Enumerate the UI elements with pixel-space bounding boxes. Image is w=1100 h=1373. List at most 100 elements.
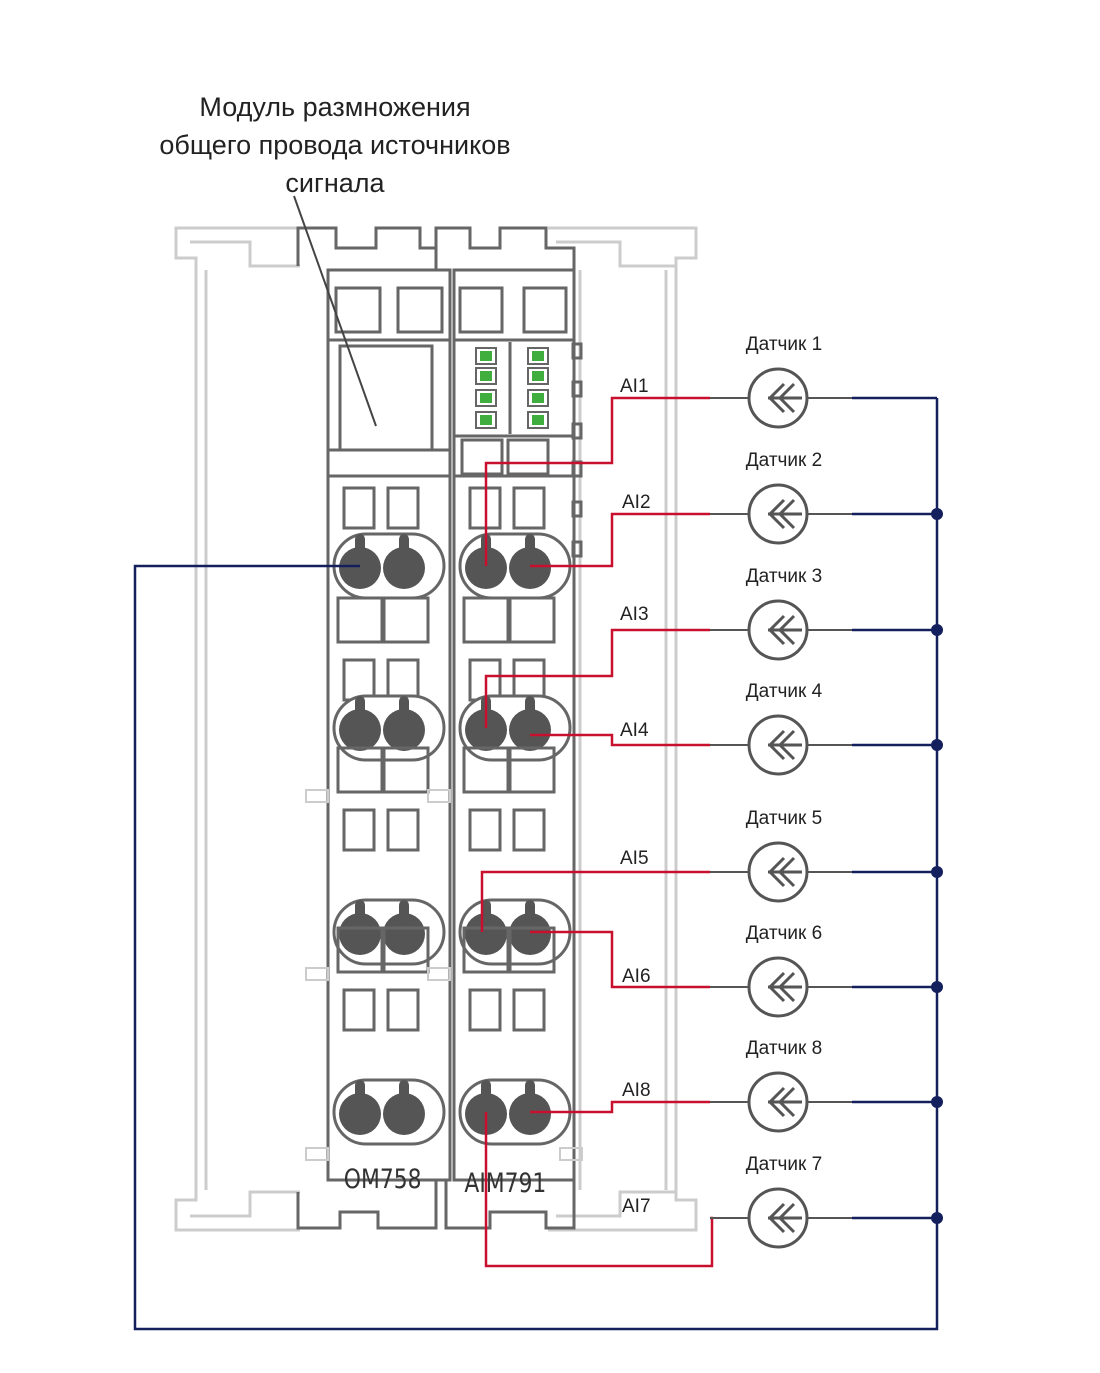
led [480, 371, 492, 381]
sensor-5: Датчик 5 [710, 808, 852, 903]
sensor-arrow-icon [767, 729, 802, 761]
terminal-screw-slot [399, 900, 409, 924]
terminal-release-button [382, 596, 430, 644]
led [480, 393, 492, 403]
led [532, 415, 544, 425]
terminal-screw-slot [525, 1080, 535, 1104]
input-label: AI2 [622, 492, 651, 513]
terminal-screw-slot [399, 696, 409, 720]
terminal-screw-slot [525, 534, 535, 558]
terminal-release-button [336, 596, 384, 644]
module-label-om758: OM758 [344, 1164, 422, 1196]
junction-dots [931, 508, 943, 1224]
ghost-module-left [174, 226, 300, 1232]
sensor-label: Датчик 8 [746, 1038, 822, 1059]
terminal-slot [468, 808, 502, 852]
junction-dot [931, 981, 943, 993]
terminal-release-button [508, 596, 556, 644]
terminal-screw [465, 913, 507, 955]
rail-notch [305, 789, 329, 803]
terminal-screw [509, 709, 551, 751]
terminal-screw [383, 709, 425, 751]
terminal-screw-slot [355, 534, 365, 558]
terminal-screw [465, 709, 507, 751]
junction-dot [931, 1212, 943, 1224]
terminal-screw-slot [355, 900, 365, 924]
terminal-slot [512, 486, 546, 530]
terminal-slot [386, 486, 420, 530]
terminal-screw-slot [399, 1080, 409, 1104]
sensor-arrow-icon [767, 856, 802, 888]
terminal-release-button [462, 926, 510, 974]
terminal-screw [509, 913, 551, 955]
terminal-screw [339, 547, 381, 589]
terminal-blocks [305, 486, 583, 1161]
terminal-release-button [508, 926, 556, 974]
junction-dot [931, 624, 943, 636]
terminal-screw [509, 1093, 551, 1135]
signal-wire [530, 930, 710, 989]
ghost-module-right [548, 226, 698, 1232]
sensor-3: Датчик 3 [710, 566, 852, 661]
signal-wire [530, 512, 710, 568]
terminal-screw-slot [481, 1080, 491, 1104]
junction-dot [931, 866, 943, 878]
sensor-label: Датчик 2 [746, 450, 822, 471]
terminal-screw [383, 913, 425, 955]
terminal-screw [383, 1093, 425, 1135]
sensor-7: Датчик 8 [710, 1038, 852, 1133]
ghost-modules [174, 226, 698, 1232]
input-label: AI8 [622, 1080, 651, 1101]
terminal-release-button [336, 926, 384, 974]
sensor-4: Датчик 4 [710, 681, 852, 776]
junction-dot [931, 508, 943, 520]
callout-line-1: Модуль размножения [199, 92, 471, 122]
led [480, 351, 492, 361]
terminal-screw-slot [355, 696, 365, 720]
led [532, 371, 544, 381]
terminal-screw [339, 913, 381, 955]
callout-line-3: сигнала [285, 168, 385, 198]
signal-wire [530, 1100, 710, 1114]
status-leds [475, 347, 549, 429]
sensor-label: Датчик 1 [746, 334, 822, 355]
sensor-arrow-icon [767, 498, 802, 530]
signal-wire [480, 870, 710, 932]
terminal-slot [512, 658, 546, 702]
common-return-wire [133, 398, 939, 1331]
sensor-arrow-icon [767, 1202, 802, 1234]
terminal-release-button [462, 746, 510, 794]
module-om758 [296, 226, 452, 1230]
callout-text: Модуль размножения общего провода источн… [120, 88, 550, 202]
terminal-screw [509, 547, 551, 589]
rail-notch [305, 1147, 329, 1161]
sensor-label: Датчик 6 [746, 923, 822, 944]
terminal-screw [339, 709, 381, 751]
terminal-slot [512, 988, 546, 1032]
input-label: AI3 [620, 604, 649, 625]
sensor-arrow-icon [767, 614, 802, 646]
sensor-label: Датчик 3 [746, 566, 822, 587]
signal-wire [484, 628, 710, 728]
terminal-screw [339, 1093, 381, 1135]
sensor-arrow-icon [767, 971, 802, 1003]
signal-wire [530, 733, 710, 747]
led [532, 393, 544, 403]
terminal-slot [342, 988, 376, 1032]
sensor-1: Датчик 1 [710, 334, 852, 429]
terminal-slot [342, 486, 376, 530]
sensor-label: Датчик 5 [746, 808, 822, 829]
sensor-2: Датчик 2 [710, 450, 852, 545]
led [480, 415, 492, 425]
terminal-release-button [382, 746, 430, 794]
terminal-screw-slot [525, 900, 535, 924]
sensor-8: Датчик 7 [710, 1154, 852, 1249]
common-wires [133, 396, 939, 1331]
input-label: AI7 [622, 1196, 651, 1217]
input-label: AI4 [620, 720, 649, 741]
terminal-screw-slot [525, 696, 535, 720]
sensor-label: Датчик 7 [746, 1154, 822, 1175]
terminal-release-button [462, 596, 510, 644]
